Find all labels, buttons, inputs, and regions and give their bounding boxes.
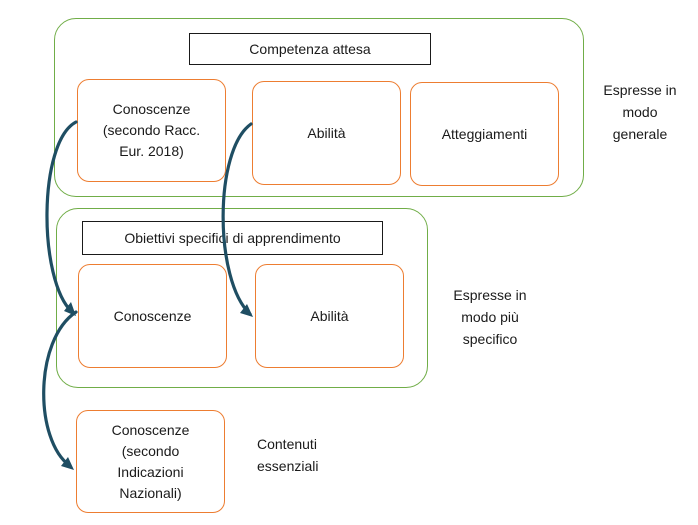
competence-title-box: Competenza attesa <box>189 33 431 65</box>
side-label-general: Espresse in modo generale <box>603 82 677 142</box>
attitudes-box-general: Atteggiamenti <box>410 82 559 186</box>
side-label-specific: Espresse in modo più specifico <box>453 287 527 347</box>
skills-box-general: Abilità <box>252 81 401 185</box>
skills-box-specific: Abilità <box>255 264 404 368</box>
side-label-essential: Contenuti essenziali <box>257 436 319 474</box>
competence-title: Competenza attesa <box>249 41 371 57</box>
knowledge-box-national: Conoscenze (secondo Indicazioni Nazional… <box>76 410 225 513</box>
objectives-title: Obiettivi specifici di apprendimento <box>124 230 341 246</box>
arrow-head-knowledge-national <box>61 457 74 470</box>
knowledge-box-general: Conoscenze (secondo Racc. Eur. 2018) <box>77 79 226 182</box>
objectives-title-box: Obiettivi specifici di apprendimento <box>82 221 383 255</box>
knowledge-box-specific: Conoscenze <box>78 264 227 368</box>
